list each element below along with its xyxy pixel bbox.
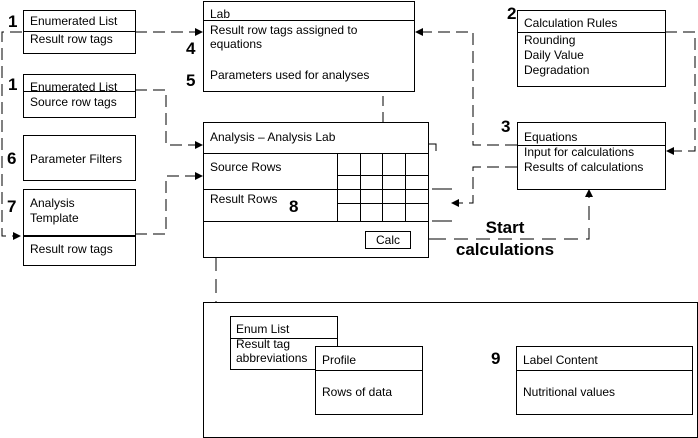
enum-list-source-box: Enumerated List Source row tags: [23, 74, 136, 118]
analysis-data-grid: [337, 153, 428, 221]
enum-list-box: Enum List Result tag abbreviations: [230, 316, 338, 370]
step-number-7: 7: [7, 197, 17, 216]
arrow-template-to-analysis: [135, 172, 203, 235]
enum-source-title: Enumerated List: [30, 80, 118, 94]
calc-rules-title: Calculation Rules: [524, 16, 618, 30]
enum-result-line: Result row tags: [30, 32, 113, 46]
lab-line-1: Result row tags assigned to: [210, 23, 358, 37]
equations-line-1: Input for calculations: [524, 145, 635, 159]
enum-result-title: Enumerated List: [30, 14, 118, 28]
analysis-template-title-2: Template: [30, 211, 79, 225]
enum-list-result-box: Enumerated List Result row tags: [23, 10, 136, 54]
calc-rules-item-daily-value: Daily Value: [524, 48, 584, 62]
enum-list-line-1: Result tag: [236, 337, 291, 351]
analysis-title: Analysis – Analysis Lab: [210, 130, 336, 144]
enum-list-title: Enum List: [236, 322, 290, 336]
equations-line-2: Results of calculations: [524, 160, 644, 174]
start-calculations-label-2: calculations: [455, 240, 555, 259]
arrow-rules-to-equations: [665, 31, 696, 155]
step-number-5: 5: [186, 71, 196, 90]
lab-line-3: Parameters used for analyses: [210, 68, 370, 82]
label-content-title: Label Content: [523, 353, 598, 367]
analysis-box: Analysis – Analysis Lab Source Rows Resu…: [203, 122, 429, 258]
step-number-1b: 1: [8, 75, 18, 94]
profile-line: Rows of data: [322, 385, 393, 399]
equations-title: Equations: [524, 130, 578, 144]
profile-title: Profile: [322, 353, 357, 367]
enum-source-line: Source row tags: [30, 95, 117, 109]
analysis-template-line: Result row tags: [30, 242, 113, 256]
lab-line-2: equations: [210, 37, 263, 51]
label-content-line: Nutritional values: [523, 385, 616, 399]
enum-list-line-2: abbreviations: [236, 351, 308, 365]
analysis-result-rows: Result Rows: [210, 192, 278, 206]
step-number-9: 9: [491, 349, 501, 368]
step-number-8: 8: [289, 197, 299, 216]
step-number-4: 4: [186, 39, 196, 58]
lab-title: Lab: [210, 7, 231, 21]
arrow-enum-source-to-analysis: [135, 89, 203, 149]
step-number-1a: 1: [8, 12, 18, 31]
calc-rules-item-rounding: Rounding: [524, 33, 576, 47]
profile-box: Profile Rows of data: [315, 346, 423, 415]
step-number-3: 3: [501, 117, 511, 136]
arrow-equations-to-results: [451, 166, 517, 207]
calc-button[interactable]: Calc: [365, 231, 411, 249]
parameter-filters-box: Parameter Filters: [23, 135, 136, 181]
analysis-source-rows: Source Rows: [210, 160, 282, 174]
parameter-filters-title: Parameter Filters: [30, 152, 123, 166]
calc-rules-item-degradation: Degradation: [524, 63, 590, 77]
analysis-template-box: Analysis Template Result row tags: [23, 189, 136, 266]
step-number-2: 2: [507, 4, 517, 23]
analysis-template-title-1: Analysis: [30, 196, 75, 210]
equations-box: Equations Input for calculations Results…: [517, 122, 666, 190]
calculation-rules-box: Calculation Rules Rounding Daily Value D…: [517, 10, 666, 87]
step-number-6: 6: [7, 149, 17, 168]
lab-box: Lab Result row tags assigned to equation…: [203, 1, 415, 92]
start-calculations-label-1: Start: [485, 218, 525, 237]
label-content-box: Label Content Nutritional values: [516, 346, 693, 415]
